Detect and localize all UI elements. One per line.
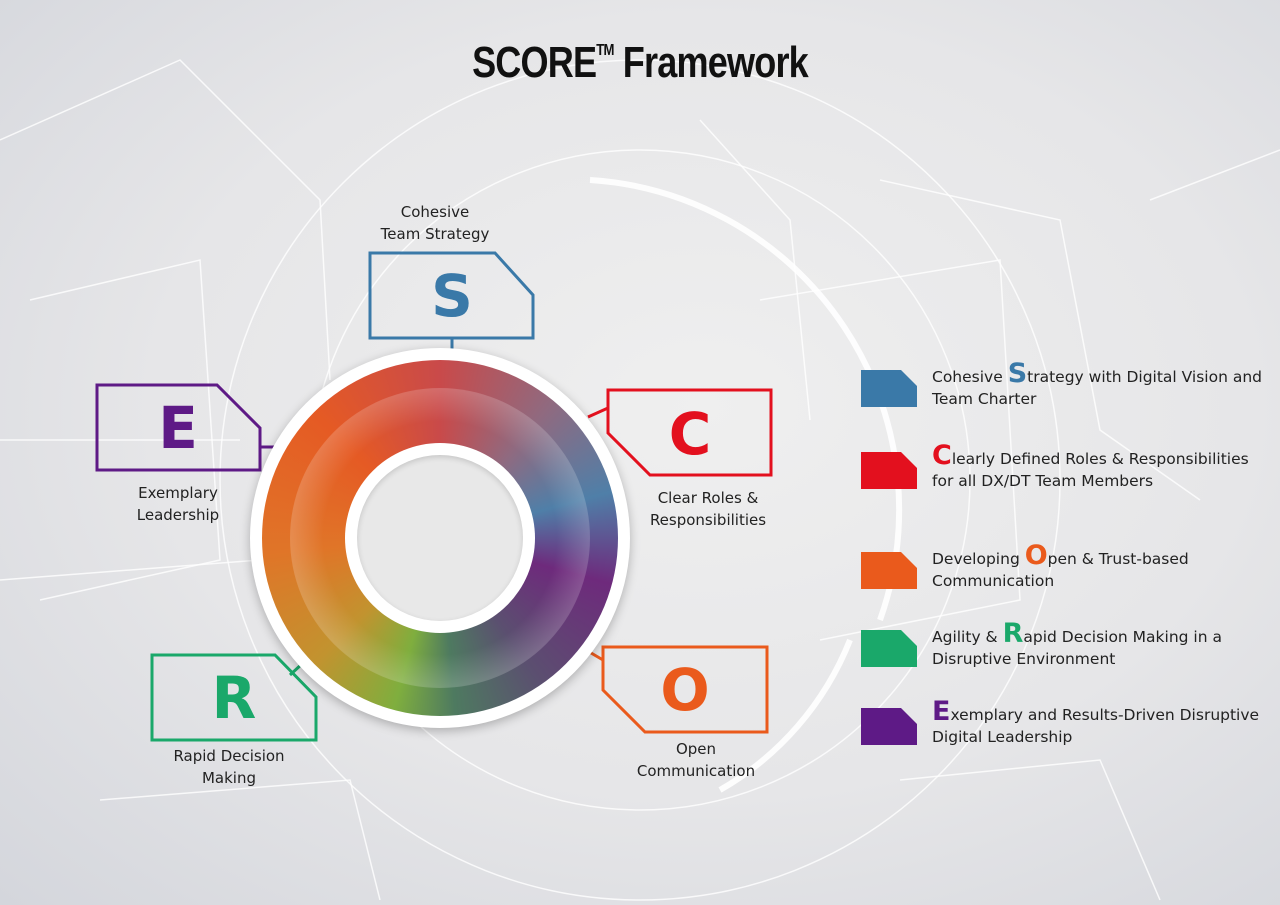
letter-c: C <box>668 400 712 468</box>
letter-s: S <box>431 262 473 330</box>
letter-o: O <box>660 656 710 724</box>
legend-swatch-o <box>861 552 917 589</box>
letter-r: R <box>211 664 257 732</box>
legend-swatch-s <box>861 370 917 407</box>
page-title: SCORETM Framework <box>472 38 809 87</box>
label-c: Clear Roles &Responsibilities <box>649 489 767 529</box>
letter-e: E <box>158 394 198 462</box>
legend-swatch-r <box>861 630 917 667</box>
box-c <box>587 388 773 477</box>
ring-hole <box>345 443 535 633</box>
legend-swatch-c <box>861 452 917 489</box>
ring-center <box>357 455 523 621</box>
score-ring <box>250 348 630 728</box>
legend-swatch-e <box>861 708 917 745</box>
